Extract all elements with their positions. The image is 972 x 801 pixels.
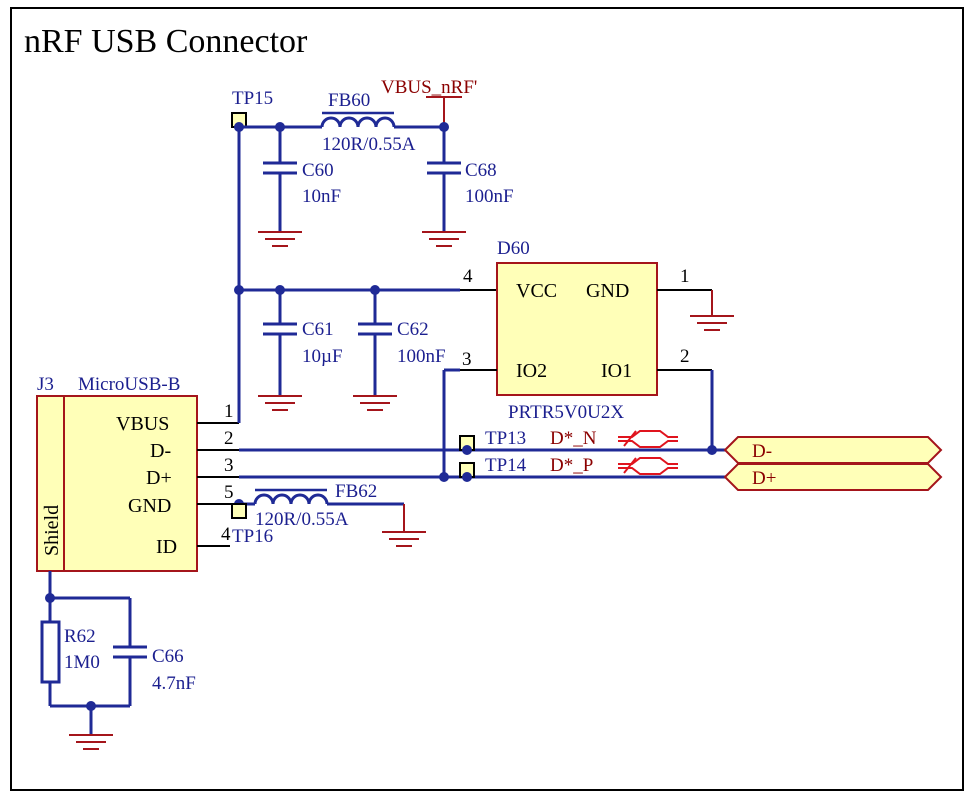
c66-capacitor[interactable]: C66 4.7nF	[113, 645, 196, 694]
c61-ground-icon	[258, 395, 302, 411]
j3-pin1-number: 1	[224, 401, 234, 422]
c68-ground-icon	[422, 231, 466, 247]
j3-pin-dminus: D-	[150, 440, 171, 462]
fb60-value: 120R/0.55A	[322, 134, 416, 155]
d60-pin-io1: IO1	[601, 360, 632, 382]
d60-pin-io2: IO2	[516, 360, 547, 382]
c60-value: 10nF	[302, 186, 341, 207]
c68-capacitor[interactable]: C68 100nF	[427, 127, 514, 232]
r62-value: 1M0	[64, 652, 100, 673]
j3-pin-dplus: D+	[146, 467, 172, 489]
dp-net-alias: D*_P	[550, 455, 593, 476]
c62-value: 100nF	[397, 346, 446, 367]
c61-value: 10µF	[302, 346, 343, 367]
fb62-designator: FB62	[335, 481, 377, 502]
sheet-title: nRF USB Connector	[24, 23, 308, 60]
fb62-ferrite-bead[interactable]: FB62 120R/0.55A	[253, 481, 377, 530]
j3-pin3-number: 3	[224, 455, 234, 476]
tp14-label: TP14	[485, 455, 527, 476]
d60-pin4-number: 4	[463, 266, 473, 287]
j3-pin4-number: 4	[221, 524, 231, 545]
j3-pin5-number: 5	[224, 482, 234, 503]
j3-shield-label: Shield	[41, 505, 63, 556]
c68-designator: C68	[465, 160, 497, 181]
c61-designator: C61	[302, 319, 334, 340]
d60-part: PRTR5V0U2X	[508, 402, 624, 423]
fb62-ground-icon	[382, 504, 426, 547]
c60-capacitor[interactable]: C60 10nF	[263, 127, 341, 232]
c66-designator: C66	[152, 646, 184, 667]
vcc-rail-section: 4 C61 10µF C62 100nF	[234, 266, 497, 411]
d60-designator: D60	[497, 238, 530, 259]
tp16-label: TP16	[232, 526, 273, 547]
shield-network: R62 1M0 C66 4.7nF	[40, 571, 196, 735]
vbus-nrf-label: VBUS_nRF'	[381, 77, 477, 98]
d60-pin1-number: 1	[680, 266, 690, 287]
port-d-minus-label: D-	[752, 441, 772, 462]
tp15-label: TP15	[232, 88, 273, 109]
j3-part: MicroUSB-B	[78, 374, 180, 395]
c62-ground-icon	[353, 395, 397, 411]
fb60-designator: FB60	[328, 90, 370, 111]
c68-value: 100nF	[465, 186, 514, 207]
tp13-label: TP13	[485, 428, 526, 449]
c62-capacitor[interactable]: C62 100nF	[358, 290, 446, 396]
c62-designator: C62	[397, 319, 429, 340]
fb60-ferrite-bead[interactable]: FB60 120R/0.55A	[320, 90, 416, 155]
c61-capacitor[interactable]: C61 10µF	[263, 290, 343, 396]
j3-designator: J3	[37, 374, 54, 395]
j3-pin-vbus: VBUS	[116, 413, 169, 435]
j3-pin2-number: 2	[224, 428, 234, 449]
port-d-plus[interactable]: D+	[723, 463, 943, 491]
d60-esd-protection[interactable]: D60 VCC GND IO2 IO1 PRTR5V0U2X 1 3 2	[460, 238, 712, 423]
d60-pin-vcc: VCC	[516, 280, 557, 302]
d60-ground-icon	[690, 290, 734, 331]
diff-pair-icon-n	[618, 430, 678, 448]
fb62-value: 120R/0.55A	[255, 509, 349, 530]
d60-pin2-number: 2	[680, 346, 690, 367]
d60-pin3-number: 3	[462, 349, 472, 370]
shield-ground-icon	[69, 734, 113, 750]
c66-value: 4.7nF	[152, 673, 196, 694]
tp16-test-point[interactable]: TP16	[231, 503, 273, 547]
d60-pin-gnd: GND	[586, 280, 629, 302]
vbus-top-section: TP15 FB60 120R/0.55A VBUS_nRF' C60 10nF	[231, 77, 514, 290]
c60-ground-icon	[258, 231, 302, 247]
j3-pin-gnd: GND	[128, 495, 171, 517]
c60-designator: C60	[302, 160, 334, 181]
dn-net-alias: D*_N	[550, 428, 597, 449]
port-d-plus-label: D+	[752, 468, 776, 489]
j3-pin-id: ID	[156, 536, 177, 558]
port-d-minus[interactable]: D-	[723, 436, 943, 464]
diff-pair-icon-p	[618, 457, 678, 475]
r62-designator: R62	[64, 626, 96, 647]
